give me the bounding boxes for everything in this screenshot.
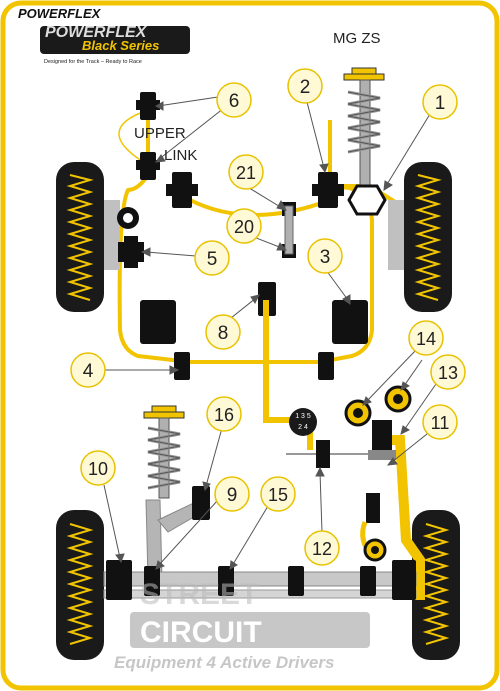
leader-lines (103, 96, 437, 570)
engine-mount (344, 385, 425, 600)
svg-text:9: 9 (227, 485, 238, 506)
svg-text:8: 8 (218, 323, 229, 344)
svg-text:6: 6 (229, 91, 240, 112)
rear-coilover (143, 405, 185, 499)
callout-16: 16 (206, 396, 242, 432)
svg-text:3: 3 (320, 247, 331, 268)
rear-right-wheel (412, 510, 460, 660)
gear-pattern-bottom: 2 4 (298, 424, 308, 431)
callout-8: 8 (205, 314, 241, 350)
callout-21: 21 (228, 154, 264, 190)
svg-text:20: 20 (234, 217, 254, 237)
svg-text:1: 1 (435, 93, 446, 114)
watermark-tagline: Equipment 4 Active Drivers (114, 653, 334, 672)
svg-text:14: 14 (416, 329, 436, 349)
svg-text:11: 11 (431, 413, 450, 433)
front-left-wheel (56, 162, 120, 312)
gear-linkage: 1 3 5 2 4 (263, 300, 382, 468)
callout-circles: 6 2 1 21 20 5 3 8 (70, 68, 466, 566)
rear-beam (103, 571, 417, 599)
rear-left-wheel (56, 510, 104, 660)
logo-series-text: Black Series (82, 38, 159, 53)
drop-link (284, 205, 294, 255)
svg-text:16: 16 (214, 405, 234, 425)
callout-2: 2 (287, 68, 323, 104)
street-circuit-watermark: STREET CIRCUIT Equipment 4 Active Driver… (114, 578, 370, 672)
svg-text:21: 21 (236, 163, 256, 183)
front-right-wheel (388, 162, 452, 312)
callout-11: 11 (422, 404, 458, 440)
callout-15: 15 (260, 476, 296, 512)
callout-9: 9 (214, 476, 250, 512)
svg-text:4: 4 (83, 361, 94, 382)
callout-4: 4 (70, 352, 106, 388)
svg-text:10: 10 (88, 459, 108, 479)
watermark-line1: STREET (140, 578, 258, 611)
svg-text:15: 15 (268, 485, 288, 505)
watermark-line2: CIRCUIT (140, 616, 262, 649)
front-coilover (343, 67, 387, 216)
callout-5: 5 (194, 240, 230, 276)
upper-link-label-1: UPPER (134, 125, 186, 142)
callout-1: 1 (422, 84, 458, 120)
rear-bushes (106, 486, 416, 600)
logo-main-text: POWERFLEX (45, 24, 148, 41)
svg-text:13: 13 (438, 363, 458, 383)
svg-text:5: 5 (207, 249, 218, 270)
upper-link-outline (118, 109, 149, 166)
logo-small-text: POWERFLEX (18, 6, 102, 21)
gear-pattern-top: 1 3 5 (295, 413, 311, 420)
callout-3: 3 (307, 238, 343, 274)
diagram-title: MG ZS (333, 30, 381, 47)
upper-link-label-2: LINK (164, 147, 197, 164)
svg-text:2: 2 (300, 77, 311, 98)
logo-tagline: Designed for the Track – Ready to Race (44, 59, 142, 65)
callout-20: 20 (226, 208, 262, 244)
callout-10: 10 (80, 450, 116, 486)
svg-text:12: 12 (312, 539, 332, 559)
callout-6: 6 (216, 82, 252, 118)
callout-14: 14 (408, 320, 444, 356)
callout-13: 13 (430, 354, 466, 390)
callout-12: 12 (304, 530, 340, 566)
powerflex-logo: POWERFLEX POWERFLEX Black Series Designe… (18, 6, 190, 65)
